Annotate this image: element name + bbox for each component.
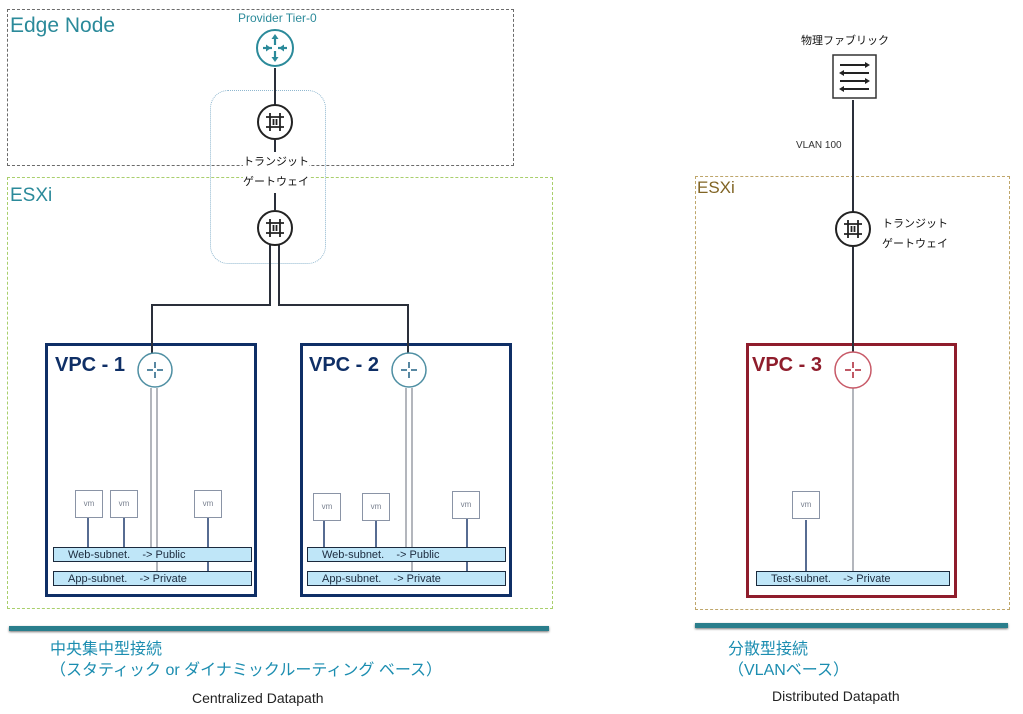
vpc-3-router-icon — [834, 351, 872, 389]
vm-box[interactable]: vm — [792, 491, 820, 519]
vpc-3-title: VPC - 3 — [752, 354, 823, 376]
transit-gateway-icon-lower — [257, 210, 293, 246]
subnet-bar: App-subnet. -> Private — [307, 571, 506, 586]
vlan-label: VLAN 100 — [796, 140, 842, 151]
physical-fabric-label: 物理ファブリック — [801, 35, 889, 47]
router-icon-tier0 — [256, 29, 294, 67]
vpc-2-title: VPC - 2 — [309, 354, 380, 376]
caption-left-jp-line2: （スタティック or ダイナミックルーティング ベース） — [50, 662, 443, 679]
transit-gateway-label-right: トランジット ゲートウェイ — [882, 214, 948, 254]
transit-gateway-icon-right — [835, 211, 871, 247]
caption-bar-left — [9, 626, 549, 631]
caption-right-jp-line2: （VLANベース） — [728, 662, 849, 679]
tgw-label-line2: ゲートウェイ — [243, 176, 309, 188]
caption-left-jp-line1: 中央集中型接続 — [50, 641, 163, 658]
esxi-left-label: ESXi — [10, 185, 53, 206]
link-tgw-vpc1 — [151, 245, 271, 355]
vm-box[interactable]: vm — [452, 491, 480, 519]
vpc-1-title: VPC - 1 — [55, 354, 126, 376]
tgw-label-line1: トランジット — [243, 156, 309, 168]
transit-gateway-label-left: トランジット ゲートウェイ — [243, 152, 309, 192]
caption-left-en: Centralized Datapath — [192, 690, 324, 706]
vm-box[interactable]: vm — [362, 493, 390, 521]
tgw-label-line2: ゲートウェイ — [882, 238, 948, 250]
vpc-1-router-icon — [137, 352, 173, 388]
vm-box[interactable]: vm — [313, 493, 341, 521]
vpc-2-router-icon — [391, 352, 427, 388]
vm-box[interactable]: vm — [75, 490, 103, 518]
transit-gateway-icon-upper — [257, 104, 293, 140]
physical-switch-icon — [832, 54, 877, 99]
subnet-bar: Test-subnet. -> Private — [756, 571, 950, 586]
provider-tier0-label: Provider Tier-0 — [238, 11, 317, 25]
subnet-bar: App-subnet. -> Private — [53, 571, 252, 586]
caption-left-jp: 中央集中型接続 （スタティック or ダイナミックルーティング ベース） — [50, 639, 442, 681]
caption-bar-right — [695, 623, 1008, 628]
subnet-bar: Web-subnet. -> Public — [307, 547, 506, 562]
esxi-right-label: ESXi — [697, 178, 735, 197]
link-tgw-vpc2 — [278, 245, 409, 355]
subnet-bar: Web-subnet. -> Public — [53, 547, 252, 562]
vm-box[interactable]: vm — [194, 490, 222, 518]
caption-right-jp-line1: 分散型接続 — [728, 641, 809, 658]
caption-right-en: Distributed Datapath — [772, 688, 900, 704]
caption-right-jp: 分散型接続 （VLANベース） — [728, 639, 849, 681]
edge-node-label: Edge Node — [10, 14, 116, 37]
vm-box[interactable]: vm — [110, 490, 138, 518]
tgw-label-line1: トランジット — [882, 218, 948, 230]
transit-gateway-zone — [210, 90, 326, 264]
